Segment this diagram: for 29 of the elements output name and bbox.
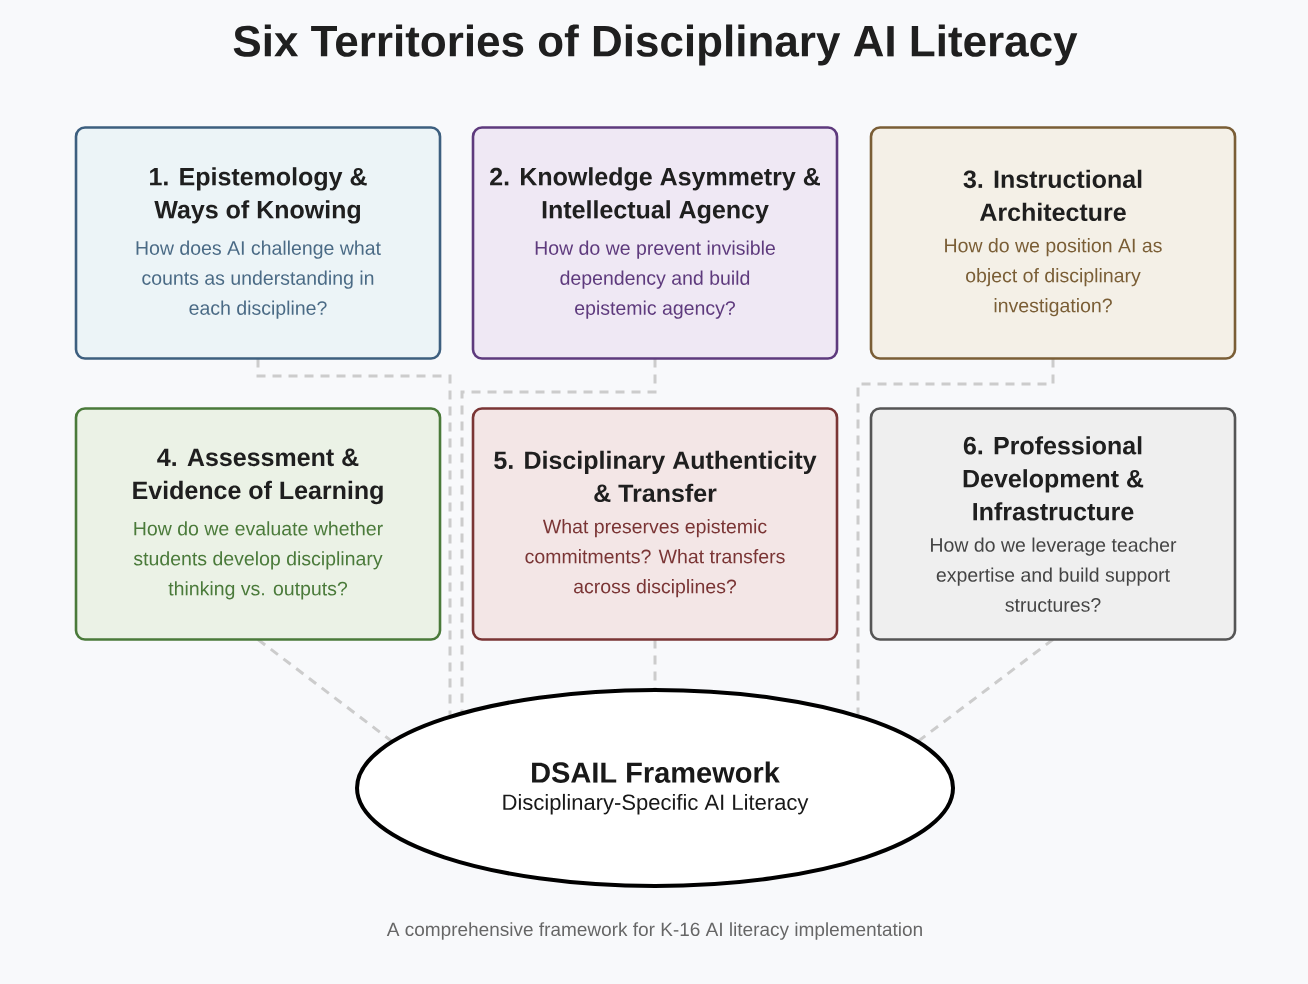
territory-box xyxy=(869,126,1237,360)
question-text: How does AI challenge what counts as understanding in each discipline? xyxy=(136,240,381,319)
question-text: How do we leverage teacher expertise and build support structures? xyxy=(931,537,1177,612)
territory-box xyxy=(74,126,442,360)
title: Six Territories of Disciplinary AI Literacy xyxy=(233,24,1078,66)
framework-subtitle: Disciplinary-Specific AI Literacy xyxy=(503,793,809,815)
connector-line xyxy=(257,638,394,743)
box-title: 4. Assessment & Evidence of Learning xyxy=(133,448,383,505)
question-text: How do we position AI as object of disciplinary investigation? xyxy=(945,238,1162,317)
territory-box xyxy=(74,407,442,641)
box-title: 6. Professional Development & Infrastructure xyxy=(963,436,1144,521)
box-title: 3. Instructional Architecture xyxy=(963,169,1142,222)
connector-line xyxy=(916,638,1054,743)
territory-box xyxy=(869,407,1237,641)
question-text: How do we prevent invisible dependency and build epistemic agency? xyxy=(535,240,775,319)
question-text: How do we evaluate whether students develop disciplinary thinking vs. outputs? xyxy=(133,521,383,600)
framework-title: DSAIL Framework xyxy=(532,761,780,783)
caption: A comprehensive framework for K-16 AI literacy implementation xyxy=(386,922,922,940)
question-text: What preserves epistemic commitments? What transfers across disciplines? xyxy=(525,519,785,598)
box-title: 1. Epistemology & Ways of Knowing xyxy=(150,167,367,224)
territory-box xyxy=(471,126,839,360)
connector-line xyxy=(856,358,1055,717)
connector-line xyxy=(653,639,657,690)
territory-box xyxy=(471,407,839,641)
box-title: 5. Disciplinary Authenticity & Transfer xyxy=(494,450,817,503)
connector-line xyxy=(256,358,452,717)
box-title: 2. Knowledge Asymmetry & Intellectual Agency xyxy=(490,167,820,224)
connector-line xyxy=(460,358,657,714)
framework-ellipse xyxy=(355,688,955,888)
